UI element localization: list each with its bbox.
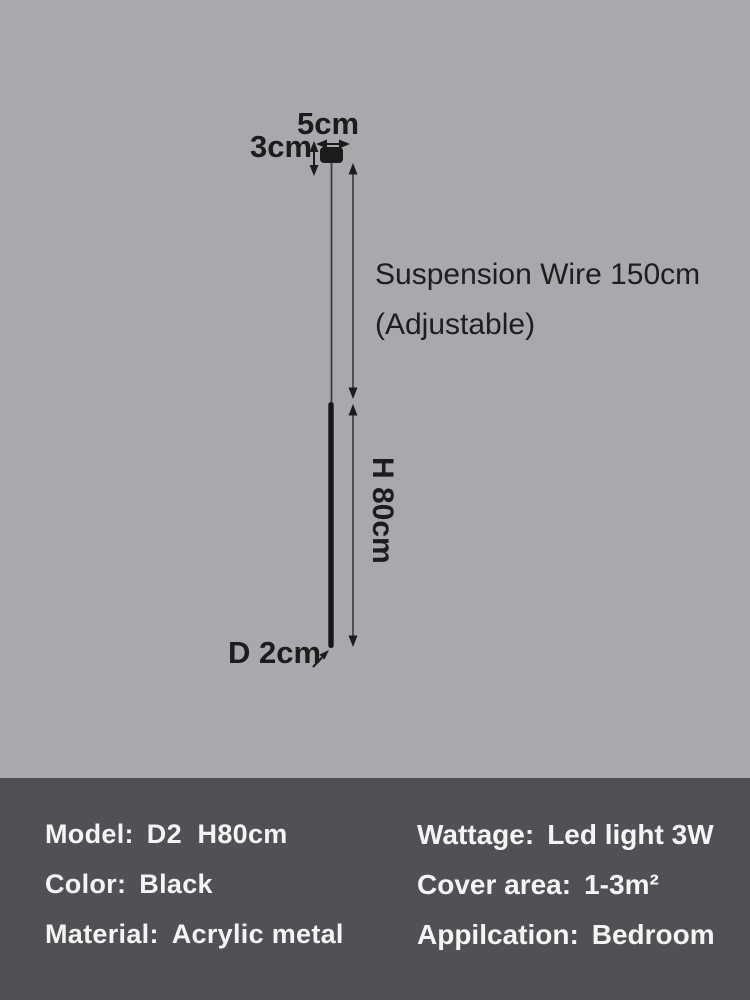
- spec-value-application: Bedroom: [591, 919, 715, 950]
- canopy-width-label: 5cm: [297, 106, 360, 141]
- spec-label-application: Appilcation:: [417, 919, 579, 950]
- lamp-diagram-drawing: [309, 139, 358, 668]
- spec-label-model: Model:: [45, 819, 134, 849]
- diameter-pointer-arrow-icon: [312, 650, 329, 668]
- spec-value-color: Black: [139, 869, 213, 899]
- ceiling-canopy-shape: [320, 147, 343, 163]
- spec-footer: Model: D2 H80cm Color: Black Material: A…: [0, 778, 750, 1000]
- rod-measure-arrow-icon: [348, 404, 358, 647]
- spec-row-application: Appilcation: Bedroom: [417, 920, 715, 949]
- spec-row-cover-area: Cover area: 1-3m²: [417, 870, 715, 899]
- canopy-width-arrow-icon: [316, 139, 350, 149]
- spec-label-material: Material:: [45, 919, 159, 949]
- spec-row-model: Model: D2 H80cm: [45, 820, 344, 849]
- rod-diameter-label: D 2cm: [228, 635, 322, 670]
- spec-column-right: Wattage: Led light 3W Cover area: 1-3m² …: [417, 820, 715, 949]
- lamp-dimension-diagram: 5cm 3cm Suspension Wire 150cm (Adjustabl…: [228, 106, 701, 670]
- spec-row-material: Material: Acrylic metal: [45, 920, 344, 949]
- spec-value-model: D2 H80cm: [146, 819, 288, 849]
- spec-label-wattage: Wattage:: [417, 819, 535, 850]
- canopy-height-arrow-icon: [309, 141, 319, 176]
- suspension-wire-label-line1: Suspension Wire 150cm: [375, 258, 701, 291]
- spec-value-wattage: Led light 3W: [547, 819, 714, 850]
- canopy-height-label: 3cm: [250, 129, 313, 164]
- spec-label-cover-area: Cover area:: [417, 869, 572, 900]
- spec-value-material: Acrylic metal: [171, 919, 344, 949]
- spec-row-color: Color: Black: [45, 870, 344, 899]
- wire-measure-arrow-icon: [348, 163, 358, 399]
- spec-label-color: Color:: [45, 869, 127, 899]
- spec-column-left: Model: D2 H80cm Color: Black Material: A…: [45, 820, 344, 949]
- suspension-wire-label-line2: (Adjustable): [375, 308, 536, 341]
- lamp-rod-shape: [328, 402, 334, 648]
- rod-height-label: H 80cm: [366, 457, 399, 564]
- spec-row-wattage: Wattage: Led light 3W: [417, 820, 715, 849]
- spec-value-cover-area: 1-3m²: [584, 869, 659, 900]
